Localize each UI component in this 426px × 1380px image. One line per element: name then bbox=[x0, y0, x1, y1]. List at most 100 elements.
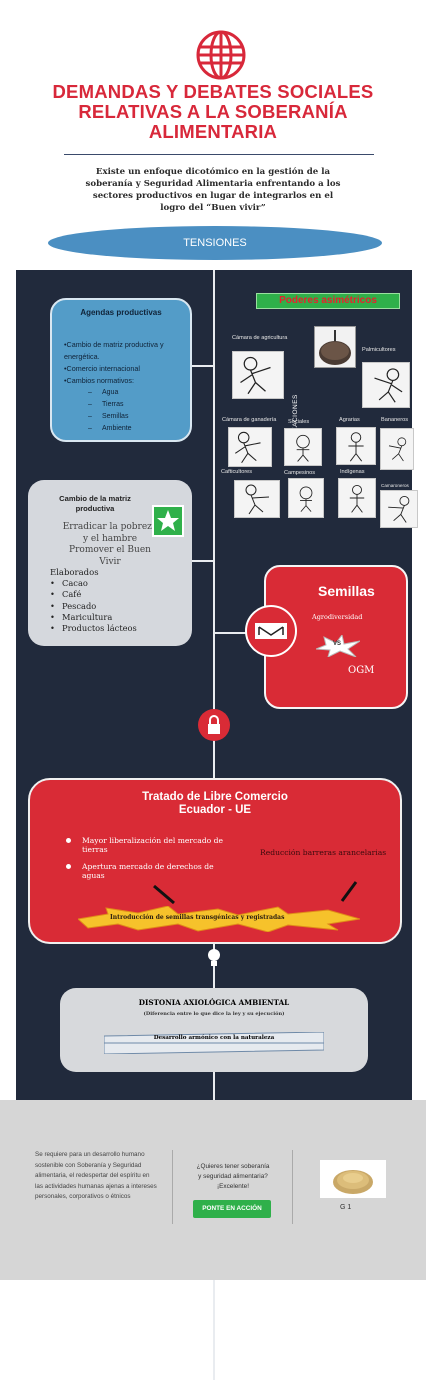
matriz-goals: Erradicar la pobreza y el hambre Promove… bbox=[28, 522, 192, 568]
goal-line: Erradicar la pobreza bbox=[62, 522, 158, 532]
tlc-title: Tratado de Libre Comercio Ecuador - UE bbox=[30, 791, 400, 817]
actor-label: Indígenas bbox=[340, 469, 365, 475]
actor-label: Sociales bbox=[288, 419, 310, 425]
goal-line: Promover el Buen bbox=[69, 545, 151, 555]
question-line: ¡Excelente! bbox=[217, 1183, 249, 1190]
group-label: G 1 bbox=[340, 1204, 352, 1211]
wrestler-icon bbox=[232, 351, 284, 399]
tlc-items: Mayor liberalización del mercado de tier… bbox=[66, 836, 234, 880]
agendas-card: Agendas productivas •Cambio de matriz pr… bbox=[50, 298, 192, 442]
list-item: Apertura mercado de derechos de aguas bbox=[66, 862, 234, 880]
footer-question: ¿Quieres tener soberanía y seguridad ali… bbox=[184, 1162, 282, 1192]
products-list: •Cacao • Café • Pescado • Maricultura • Prod… bbox=[50, 578, 192, 634]
actor-label: Palmicultores bbox=[362, 347, 396, 353]
ogm-label: OGM bbox=[348, 665, 375, 676]
dash: – bbox=[88, 413, 92, 420]
intro-text: Existe un enfoque dicotómico en la gesti… bbox=[60, 166, 366, 214]
list-item: • Maricultura bbox=[50, 612, 192, 623]
agendas-bullets: •Cambio de matriz productiva y energétic… bbox=[52, 317, 190, 387]
question-line: ¿Quieres tener soberanía bbox=[196, 1163, 270, 1170]
wrestler-icon bbox=[380, 490, 418, 528]
wrestler-icon bbox=[228, 427, 272, 467]
dash: – bbox=[88, 389, 92, 396]
actor-label: Cámara de ganadería bbox=[222, 417, 277, 423]
globe-icon bbox=[196, 30, 246, 80]
list-item: •Cambio de matriz productiva y energétic… bbox=[64, 340, 164, 361]
product-label: Cacao bbox=[62, 578, 88, 588]
bullet-dot bbox=[66, 838, 71, 843]
product-label: Maricultura bbox=[62, 611, 113, 622]
wrestler-icon bbox=[380, 428, 414, 470]
harmony-text: Desarrollo armónico con la naturaleza bbox=[153, 1035, 275, 1041]
actor-label: Bananeros bbox=[381, 417, 409, 423]
subitem-label: Ambiente bbox=[102, 425, 132, 432]
distonia-subtitle: (Diferencia entre lo que dice la ley y s… bbox=[143, 1011, 285, 1017]
grain-image bbox=[320, 1160, 386, 1198]
tensions-banner: TENSIONES bbox=[48, 226, 382, 260]
tlc-title-line: Tratado de Libre Comercio bbox=[142, 791, 288, 803]
connector-line bbox=[214, 632, 264, 634]
action-button[interactable]: PONTE EN ACCIÓN bbox=[193, 1200, 271, 1218]
list-item: •Cacao bbox=[50, 578, 192, 589]
arrow-icon bbox=[338, 880, 358, 904]
bullet: • bbox=[50, 589, 55, 600]
question-line: y seguridad alimentaria? bbox=[198, 1173, 268, 1180]
product-label: Pescado bbox=[62, 600, 97, 611]
actor-label: Campesinos bbox=[284, 470, 316, 476]
page-title: DEMANDAS Y DEBATES SOCIALES RELATIVAS A … bbox=[20, 82, 406, 142]
wrestler-icon bbox=[336, 427, 376, 465]
balance-icon bbox=[245, 605, 297, 657]
tlc-right: Reducción barreras arancelarias bbox=[260, 848, 387, 857]
scale-icon bbox=[314, 326, 356, 368]
tlc-title-line: Ecuador - UE bbox=[178, 804, 252, 816]
intro-line: Existe un enfoque dicotómico en la gesti… bbox=[95, 167, 331, 177]
product-label: Café bbox=[62, 589, 82, 600]
matriz-title-line: Cambio de la matriz bbox=[59, 494, 131, 503]
product-label: Productos lácteos bbox=[62, 623, 137, 634]
title-line: ALIMENTARIA bbox=[148, 121, 278, 142]
intro-line: sectores productivos en lugar de integra… bbox=[92, 191, 334, 201]
distonia-card: DISTONIA AXIOLÓGICA AMBIENTAL (Diferenci… bbox=[60, 988, 368, 1072]
footer-divider bbox=[172, 1150, 173, 1224]
subitem-label: Agua bbox=[102, 389, 119, 396]
wrestler-icon bbox=[284, 428, 322, 466]
goal-line: y el hambre bbox=[82, 533, 138, 544]
wrestler-icon bbox=[362, 362, 410, 408]
distonia-title: DISTONIA AXIOLÓGICA AMBIENTAL bbox=[138, 998, 290, 1007]
intro-line: logro del “Buen vivir” bbox=[160, 203, 266, 213]
matriz-title-line: productiva bbox=[75, 504, 115, 513]
poderes-title: Poderes asimétricos bbox=[256, 293, 400, 309]
vs-badge: VS bbox=[315, 633, 361, 658]
title-line: RELATIVAS A LA SOBERANÍA bbox=[78, 101, 348, 122]
wrestler-icon bbox=[234, 480, 280, 518]
title-divider bbox=[64, 154, 374, 155]
list-item: Mayor liberalización del mercado de tier… bbox=[66, 836, 234, 854]
connector-line bbox=[188, 365, 214, 367]
list-item: • Café bbox=[50, 589, 192, 600]
agro-label: Agrodiversidad bbox=[312, 613, 363, 621]
semillas-title: Semillas bbox=[318, 583, 375, 599]
title-line: DEMANDAS Y DEBATES SOCIALES bbox=[52, 81, 374, 102]
tlc-bottom: Introducción de semillas transgénicas y … bbox=[110, 914, 285, 921]
products-label: Elaborados bbox=[50, 568, 99, 578]
footer-text: Se requiere para un desarrollo humano so… bbox=[35, 1151, 157, 1201]
bullet: • bbox=[50, 600, 55, 611]
subitem-label: Semillas bbox=[102, 413, 129, 420]
actor-label: Cafticultores bbox=[221, 469, 253, 475]
lightbulb-icon bbox=[206, 948, 222, 968]
goal-line: Vivir bbox=[99, 556, 121, 567]
lock-icon bbox=[198, 709, 230, 741]
tlc-item-label: Mayor liberalización del mercado de tier… bbox=[82, 836, 224, 854]
bullet: • bbox=[50, 623, 55, 634]
arrow-icon bbox=[152, 884, 178, 906]
matriz-title: Cambio de la matriz productiva bbox=[28, 494, 192, 514]
footer-divider bbox=[292, 1150, 293, 1224]
bullet-dot bbox=[66, 864, 71, 869]
harmony-bar: Desarrollo armónico con la naturaleza bbox=[104, 1032, 324, 1054]
list-item: • Pescado bbox=[50, 601, 192, 612]
subitem-label: Tierras bbox=[102, 401, 124, 408]
list-item: – Agua bbox=[88, 387, 190, 399]
actor-label: Camaroneros bbox=[381, 483, 409, 488]
bullet: • bbox=[50, 611, 55, 622]
list-item: –Ambiente bbox=[88, 423, 190, 435]
